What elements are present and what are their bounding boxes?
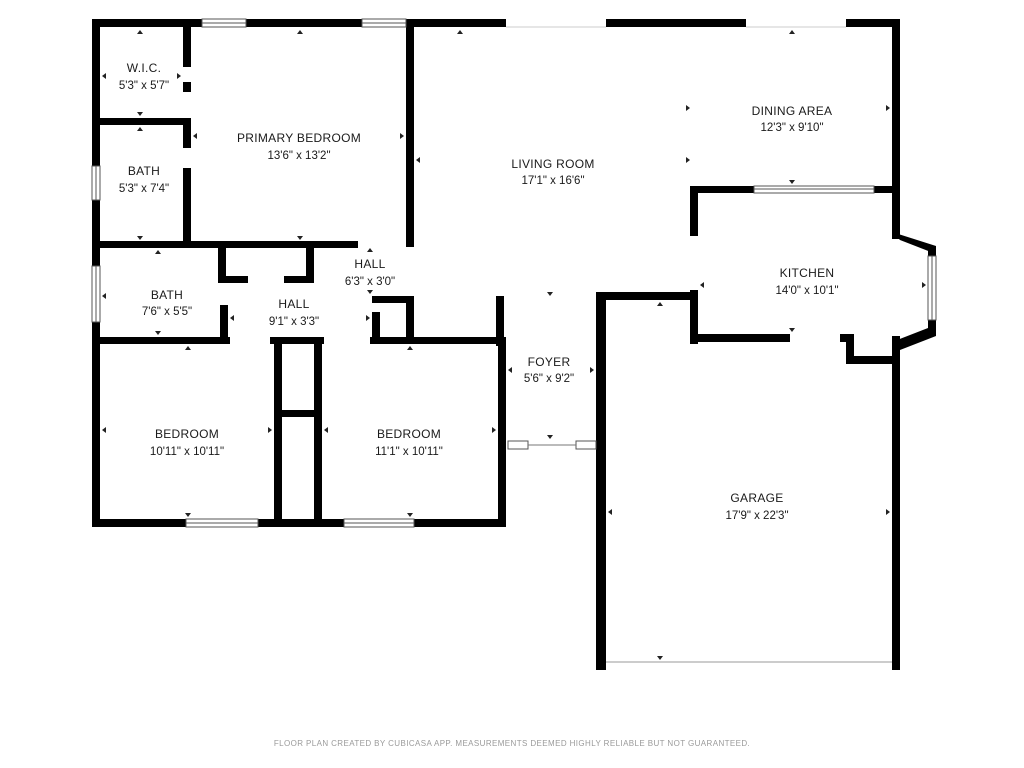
windows	[91, 18, 937, 663]
primary-bedroom-dims: 13'6" x 13'2"	[267, 150, 330, 162]
bath-hall-dims: 7'6" x 5'5"	[142, 306, 192, 318]
bath-primary-name: BATH	[128, 164, 160, 178]
primary-bedroom-name: PRIMARY BEDROOM	[237, 131, 361, 145]
bedroom-right-name: BEDROOM	[377, 427, 441, 441]
foyer-name: FOYER	[528, 355, 571, 369]
bath-primary-dims: 5'3" x 7'4"	[119, 183, 169, 195]
dimension-ticks	[102, 30, 926, 660]
kitchen-name: KITCHEN	[780, 266, 835, 280]
wic-dims: 5'3" x 5'7"	[119, 80, 169, 92]
dining-area-name: DINING AREA	[752, 104, 833, 118]
bedroom-left-name: BEDROOM	[155, 427, 219, 441]
hall-lower-dims: 9'1" x 3'3"	[269, 316, 319, 328]
hall-lower-name: HALL	[278, 297, 309, 311]
disclaimer-text: FLOOR PLAN CREATED BY CUBICASA APP. MEAS…	[274, 739, 750, 748]
kitchen-dims: 14'0" x 10'1"	[775, 285, 838, 297]
living-room-name: LIVING ROOM	[511, 157, 594, 171]
hall-upper-name: HALL	[354, 257, 385, 271]
hall-upper-dims: 6'3" x 3'0"	[345, 276, 395, 288]
foyer-dims: 5'6" x 9'2"	[524, 373, 574, 385]
bedroom-right-dims: 11'1" x 10'11"	[375, 446, 443, 458]
bath-hall-name: BATH	[151, 288, 183, 302]
living-room-dims: 17'1" x 16'6"	[521, 175, 584, 187]
dining-area-dims: 12'3" x 9'10"	[760, 122, 823, 134]
garage-dims: 17'9" x 22'3"	[725, 510, 788, 522]
bedroom-left-dims: 10'11" x 10'11"	[150, 446, 224, 458]
garage-name: GARAGE	[730, 491, 783, 505]
room-labels: W.I.C. 5'3" x 5'7" BATH 5'3" x 7'4" PRIM…	[119, 61, 839, 522]
wic-name: W.I.C.	[127, 61, 161, 75]
